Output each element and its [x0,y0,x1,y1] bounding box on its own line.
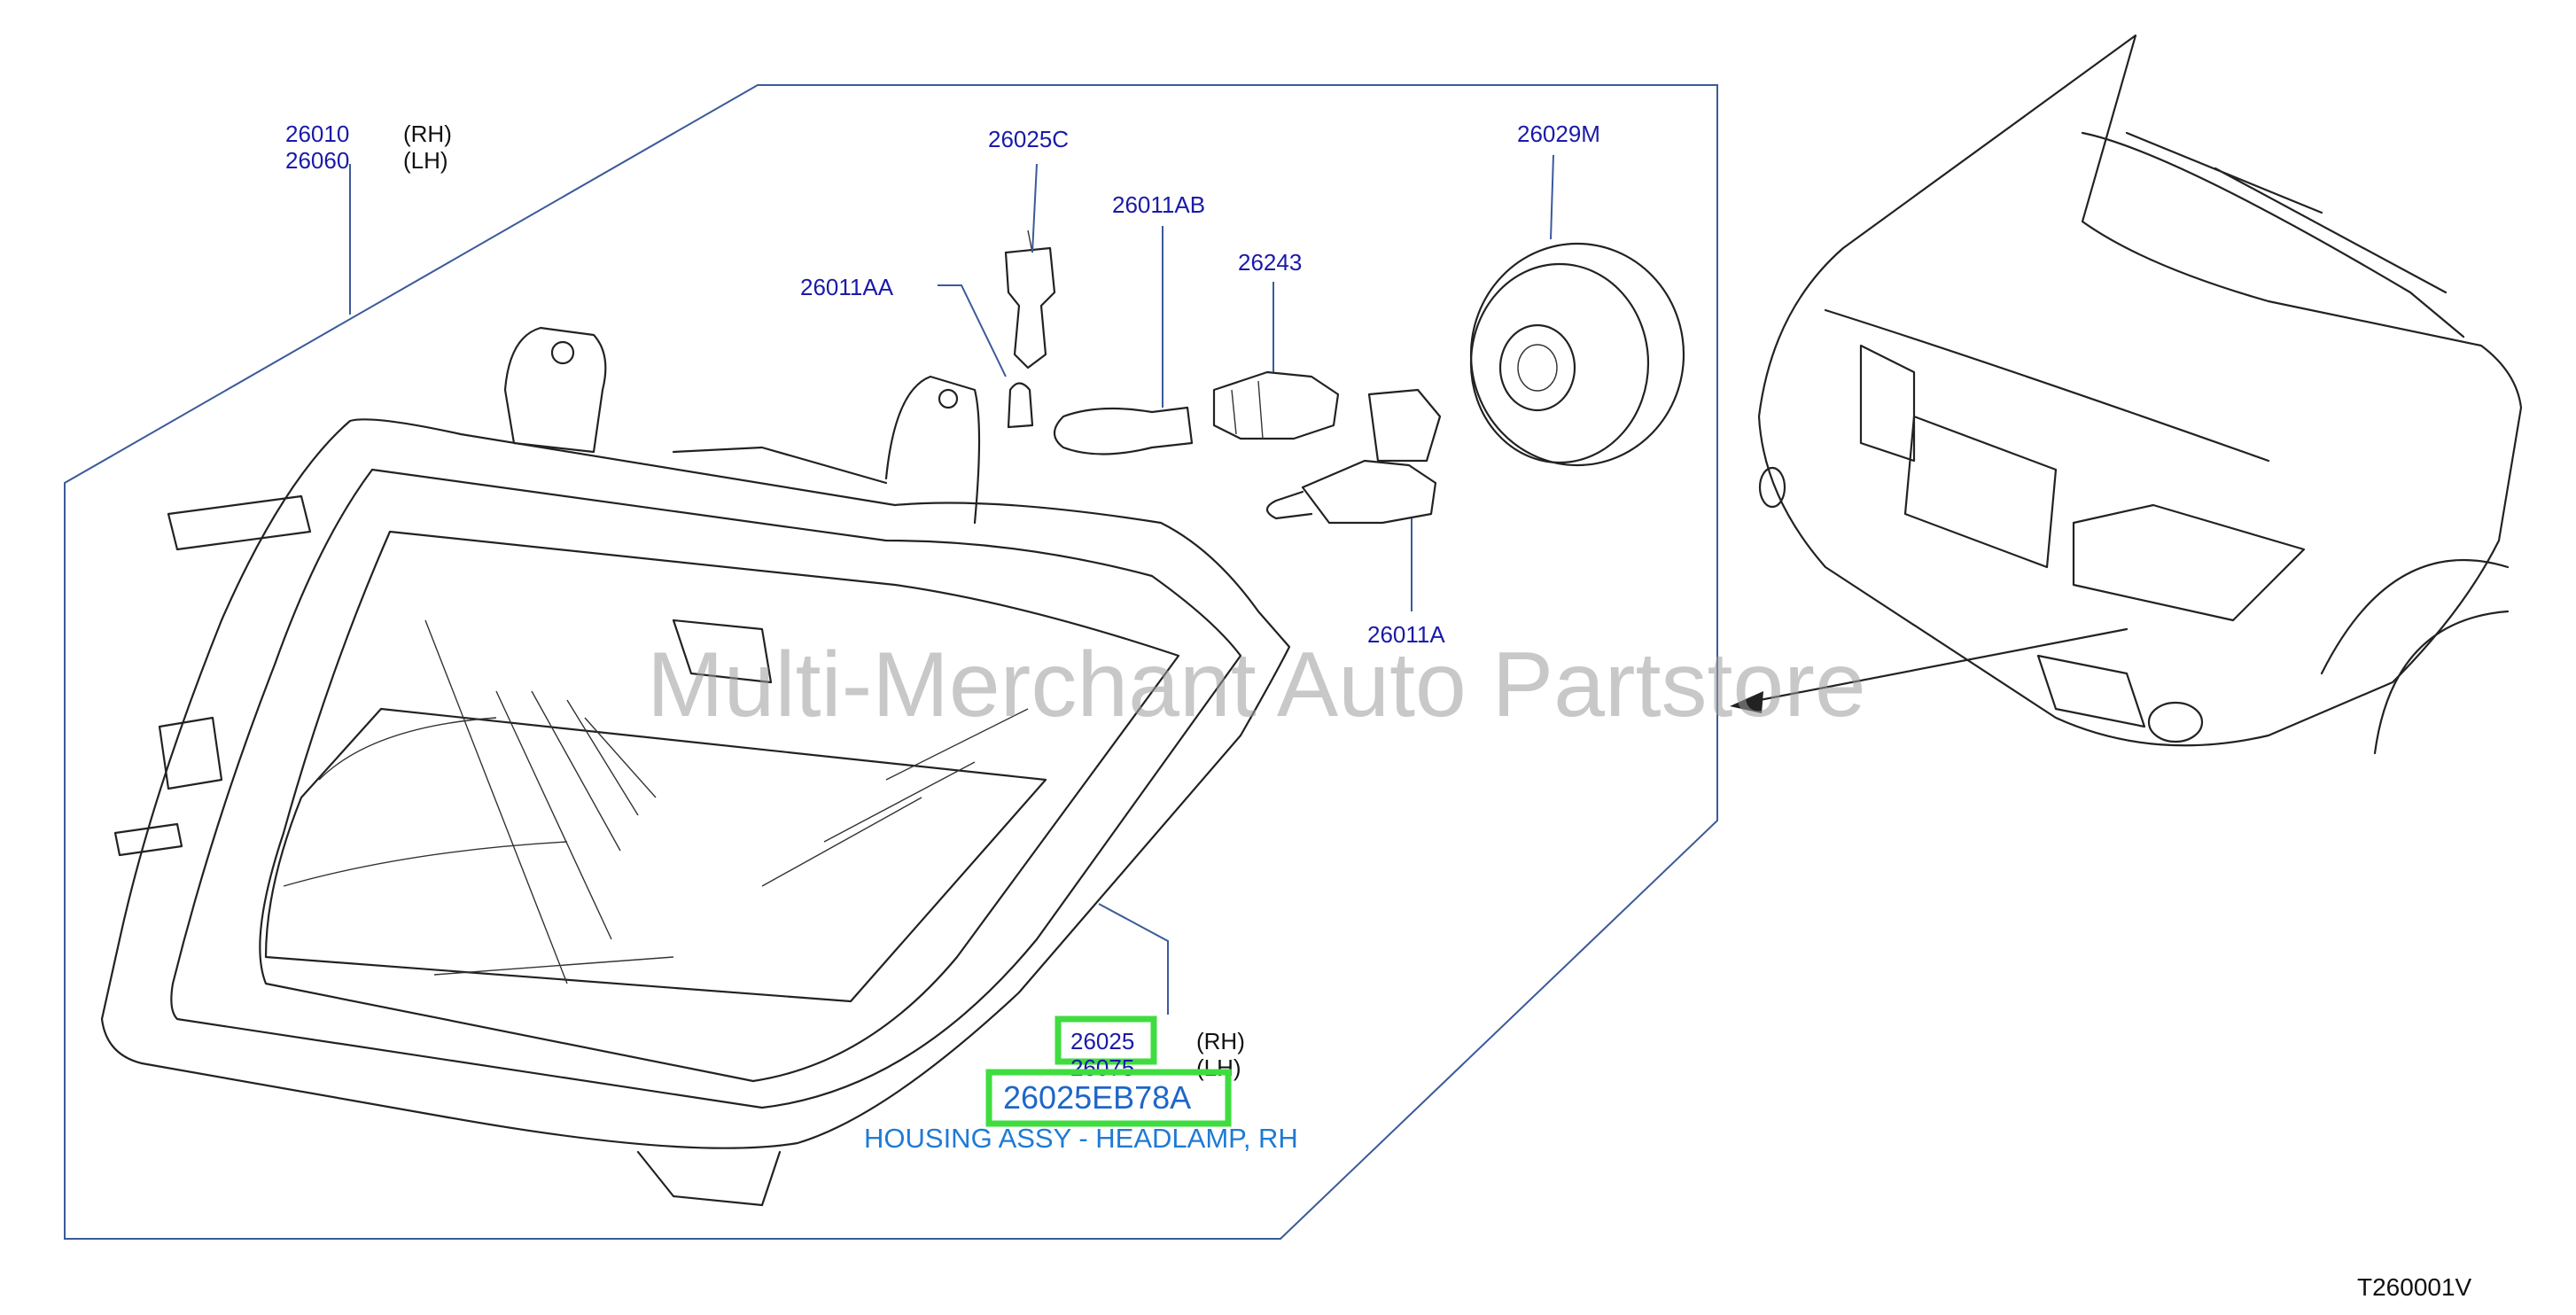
arrow-head [1730,691,1763,713]
callout-26025-rh-tag: (RH) [1196,1028,1245,1054]
exploded-view-frame [64,84,1718,1240]
diagram-id: T260001V [2357,1273,2472,1301]
callout-26060-lh-tag: (LH) [403,147,448,174]
callout-26011aa[interactable]: 26011AA [800,274,894,300]
socket-26243-drawing [1212,370,1340,440]
callout-26011a[interactable]: 26011A [1367,621,1445,648]
callout-26025[interactable]: 26025 [1070,1028,1134,1054]
leader-lines [349,154,1554,1015]
callout-26029m[interactable]: 26029M [1517,121,1600,147]
highlighted-part-description: HOUSING ASSY - HEADLAMP, RH [864,1123,1298,1154]
callout-26075[interactable]: 26075 [1070,1054,1134,1081]
small-bulb-26011aa-drawing [1007,382,1034,429]
bulb-socket-26025c-drawing [1004,230,1056,370]
callout-26010-rh-tag: (RH) [403,121,452,147]
highlight-box-26025 [1055,1015,1157,1065]
callout-26010: 26010 [285,121,349,147]
callout-26060: 26060 [285,147,349,174]
bulb-26011a-drawing [1265,388,1442,525]
callout-26011ab[interactable]: 26011AB [1112,191,1205,218]
headlamp-housing-drawing [100,326,1291,1207]
callout-26243[interactable]: 26243 [1238,249,1302,276]
watermark-text: Multi-Merchant Auto Partstore [647,634,1866,736]
dust-cap-26029m-drawing [1469,242,1685,467]
vehicle-front-drawing [1730,34,2523,755]
callout-26025c[interactable]: 26025C [988,126,1069,152]
highlight-box-part-number [985,1069,1232,1127]
bulb-26011ab-drawing [1053,406,1194,455]
highlighted-part-number[interactable]: 26025EB78A [1003,1079,1191,1116]
callout-26075-lh-tag: (LH) [1196,1054,1241,1081]
